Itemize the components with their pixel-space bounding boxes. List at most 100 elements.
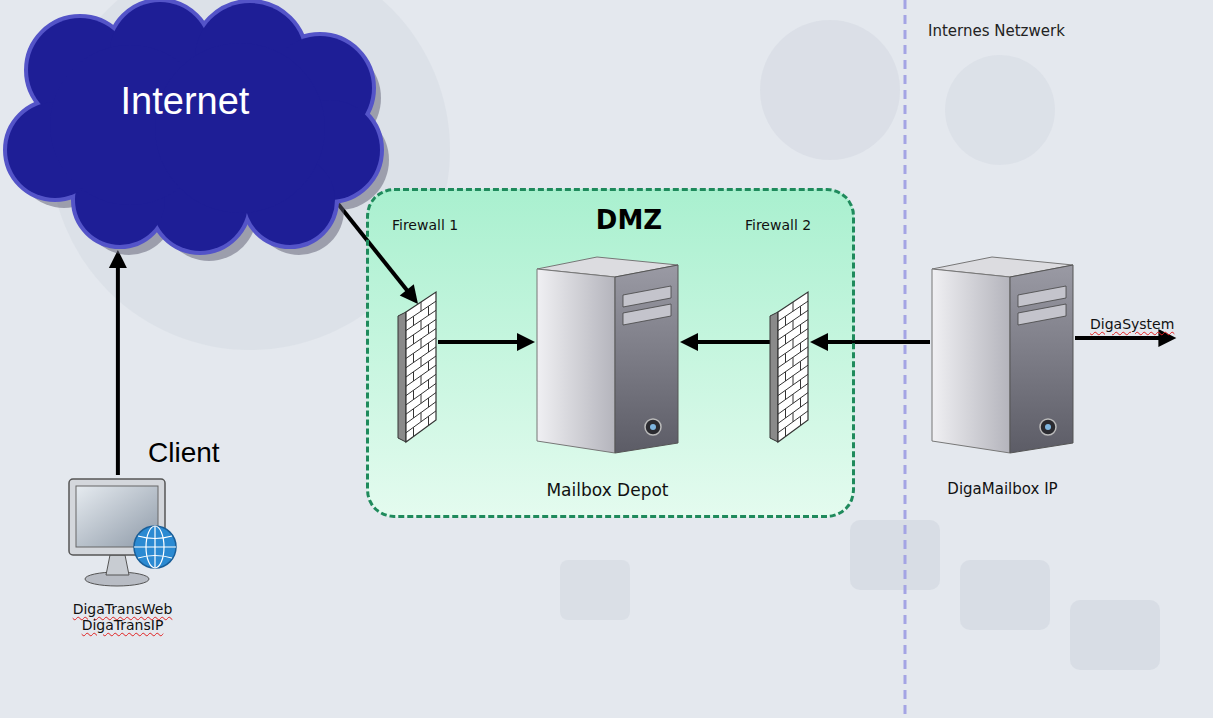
brick-joint — [406, 356, 436, 377]
wall-front — [778, 292, 808, 442]
brick-joint — [406, 402, 436, 424]
drive-bay — [1018, 286, 1066, 307]
brick-joint — [793, 357, 794, 366]
brick-joint — [428, 306, 429, 315]
brick-joint — [406, 329, 436, 350]
brick-joint — [793, 376, 794, 385]
brick-joint — [421, 339, 422, 348]
arrow-head — [810, 333, 828, 351]
internet-cloud: Internet — [10, 0, 385, 245]
brick-joint — [800, 416, 801, 425]
server: Mailbox Depot — [535, 255, 680, 455]
firewall-icon — [770, 290, 810, 445]
background-decor — [1070, 600, 1160, 670]
background-decor — [960, 560, 1050, 630]
brick-joint — [778, 356, 808, 377]
system-label: DigaSystem — [1088, 316, 1176, 338]
globe — [134, 526, 176, 568]
brick-joint — [406, 393, 436, 415]
background-decor — [850, 520, 940, 590]
node-label: Firewall 1 — [392, 217, 487, 233]
node-label: Internet — [10, 80, 360, 123]
brick-joint — [406, 310, 436, 330]
server-icon — [930, 255, 1075, 455]
connector-line — [1075, 336, 1160, 340]
brick-joint — [413, 372, 414, 381]
background-decor — [760, 20, 900, 160]
brick-joint — [778, 338, 808, 359]
brick-joint — [413, 390, 414, 399]
brick-joint — [793, 394, 794, 403]
brick-joint — [778, 393, 808, 415]
brick-joint — [406, 301, 436, 321]
brick-joint — [778, 329, 808, 350]
brick-joint — [421, 376, 422, 385]
brick-joint — [421, 413, 422, 422]
connector-line — [696, 340, 770, 344]
power-led — [650, 424, 656, 430]
brick-joint — [778, 319, 808, 339]
node-label: DigaSystem — [1090, 316, 1174, 332]
brick-joint — [778, 383, 808, 404]
dmz-zone: DMZ Firewall 1 Mailbox Depot Firewall 2 — [366, 188, 855, 518]
cloud-body — [7, 2, 380, 251]
brick-joint — [428, 343, 429, 352]
brick-joint — [785, 372, 786, 381]
brick-joint — [800, 325, 801, 334]
power-led — [1045, 424, 1051, 430]
client-computer: ClientDigaTransWeb DigaTransIP — [65, 475, 180, 590]
brick-joint — [413, 409, 414, 418]
node-label: DMZ — [574, 205, 684, 235]
brick-joint — [413, 316, 414, 325]
brick-joint — [800, 380, 801, 389]
brick-joint — [406, 319, 436, 339]
network-boundary — [904, 0, 907, 718]
brick-joint — [778, 301, 808, 321]
server-side — [537, 269, 615, 453]
connector-arrow — [438, 333, 535, 351]
server-side — [932, 269, 1010, 453]
brick-joint — [406, 338, 436, 359]
server-icon — [535, 255, 680, 455]
brick-joint — [778, 310, 808, 330]
cloud-halo — [7, 2, 380, 251]
brick-joint — [413, 335, 414, 344]
power-button — [645, 419, 661, 435]
globe-grid — [154, 526, 155, 568]
cloud-puff — [155, 43, 325, 213]
brick-joint — [428, 325, 429, 334]
background-decor — [945, 55, 1055, 165]
brick-joint — [800, 398, 801, 407]
firewall-icon — [398, 290, 438, 445]
brick-joint — [406, 347, 436, 368]
brick-joint — [421, 302, 422, 311]
background-decor — [560, 560, 630, 620]
connector-line — [116, 266, 120, 475]
brick-joint — [785, 409, 786, 418]
brick-joint — [428, 361, 429, 370]
server: DigaMailbox IP — [930, 255, 1075, 455]
brick-joint — [793, 413, 794, 422]
cloud-shape — [10, 0, 385, 245]
brick-joint — [406, 374, 436, 395]
cloud-puff — [155, 43, 325, 213]
dmz-fill — [367, 189, 854, 517]
globe-grid — [138, 536, 172, 558]
server-front — [1010, 265, 1073, 453]
brick-joint — [428, 380, 429, 389]
brick-joint — [785, 316, 786, 325]
monitor-stand — [106, 555, 129, 575]
power-button — [1040, 419, 1056, 435]
connector-line — [438, 340, 519, 344]
brick-joint — [406, 365, 436, 386]
connector-arrow — [109, 250, 127, 475]
brick-joint — [800, 361, 801, 370]
firewall: Firewall 2 — [770, 290, 810, 445]
brick-joint — [793, 302, 794, 311]
brick-joint — [778, 402, 808, 424]
brick-joint — [406, 383, 436, 404]
brick-joint — [800, 343, 801, 352]
node-label: Mailbox Depot — [505, 480, 710, 500]
